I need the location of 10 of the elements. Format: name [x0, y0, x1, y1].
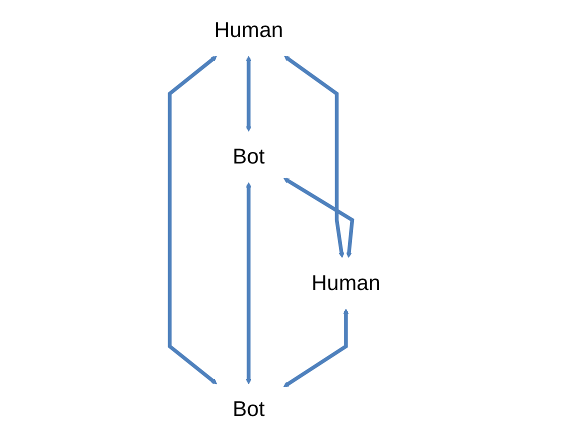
- arrow: [284, 56, 344, 258]
- arrow: [168, 56, 218, 384]
- node-text: Bot: [232, 144, 265, 168]
- arrow: [283, 308, 349, 388]
- node-text: Human: [214, 18, 284, 42]
- arrow: [246, 182, 252, 384]
- node-text: Bot: [232, 397, 265, 422]
- arrow: [284, 178, 354, 258]
- arrow: [246, 56, 252, 132]
- node-text: Human: [312, 270, 380, 295]
